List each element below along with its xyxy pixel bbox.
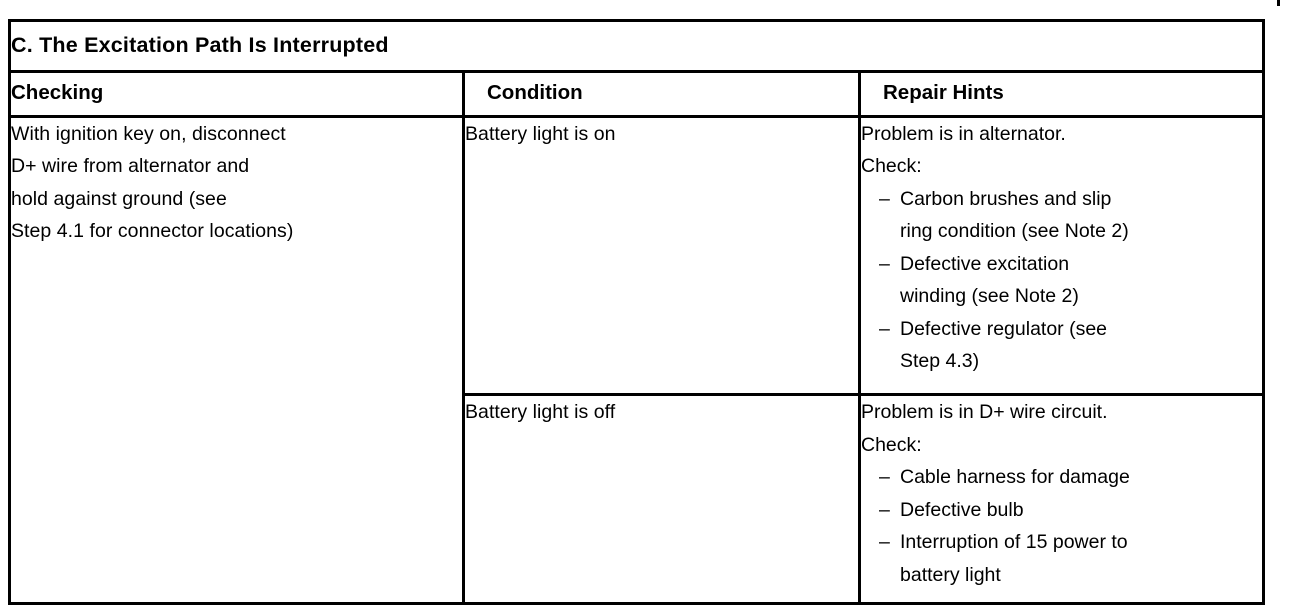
condition-cell: Battery light is off bbox=[462, 393, 861, 605]
column-header-checking: Checking bbox=[8, 70, 465, 118]
list-item-continuation: winding (see Note 2) bbox=[900, 285, 1079, 308]
column-header-repair-hints: Repair Hints bbox=[857, 70, 1266, 118]
list-item-text: Cable harness for damage bbox=[900, 466, 1130, 489]
column-header-condition-label: Condition bbox=[487, 81, 583, 105]
scan-artifact-mark bbox=[1277, 0, 1280, 6]
list-dash: – bbox=[879, 531, 890, 554]
table-title-row: C. The Excitation Path Is Interrupted bbox=[7, 18, 1266, 74]
list-item-continuation: ring condition (see Note 2) bbox=[900, 220, 1129, 243]
list-item: –Defective regulator (see Step 4.3) bbox=[879, 313, 1262, 378]
repair-intro-line: Check: bbox=[861, 155, 922, 178]
checking-line: Step 4.1 for connector locations) bbox=[11, 220, 294, 243]
list-item-text: Defective excitation bbox=[900, 252, 1070, 275]
column-header-repair-hints-label: Repair Hints bbox=[883, 81, 1004, 105]
column-header-checking-label: Checking bbox=[11, 81, 104, 105]
list-item: –Defective excitation winding (see Note … bbox=[879, 248, 1262, 313]
checking-procedure-text: With ignition key on, disconnect D+ wire… bbox=[11, 118, 462, 248]
list-item: –Interruption of 15 power to battery lig… bbox=[879, 526, 1262, 591]
list-item-continuation: battery light bbox=[900, 563, 1001, 586]
repair-hints-cell: Problem is in D+ wire circuit. Check: –C… bbox=[857, 393, 1266, 605]
table-row: Battery light is off Problem is in D+ wi… bbox=[10, 393, 1266, 605]
table-header-row: Checking Condition Repair Hints bbox=[8, 70, 1266, 118]
checking-line: hold against ground (see bbox=[11, 187, 227, 210]
repair-hint-list: –Cable harness for damage –Defective bul… bbox=[861, 461, 1262, 591]
column-header-condition: Condition bbox=[462, 70, 861, 118]
list-item-text: Carbon brushes and slip bbox=[900, 187, 1112, 210]
list-item-text: Defective regulator (see bbox=[900, 317, 1108, 340]
condition-text: Battery light is off bbox=[465, 401, 616, 424]
page-title: C. The Excitation Path Is Interrupted bbox=[11, 33, 389, 57]
list-item-text: Interruption of 15 power to bbox=[900, 531, 1128, 554]
section-title-cell: C. The Excitation Path Is Interrupted bbox=[7, 18, 1266, 74]
repair-intro: Problem is in D+ wire circuit. Check: bbox=[861, 396, 1262, 461]
list-item: –Cable harness for damage bbox=[879, 461, 1262, 494]
checking-line: D+ wire from alternator and bbox=[11, 155, 250, 178]
condition-text: Battery light is on bbox=[465, 122, 616, 145]
repair-intro: Problem is in alternator. Check: bbox=[861, 118, 1262, 183]
list-dash: – bbox=[879, 187, 890, 210]
condition-cell: Battery light is on bbox=[462, 114, 861, 397]
list-dash: – bbox=[879, 317, 890, 340]
checking-procedure-cell: With ignition key on, disconnect D+ wire… bbox=[8, 114, 465, 606]
repair-hints-cell: Problem is in alternator. Check: –Carbon… bbox=[857, 114, 1266, 397]
checking-line: With ignition key on, disconnect bbox=[11, 122, 286, 145]
repair-intro-line: Check: bbox=[861, 433, 922, 456]
repair-intro-line: Problem is in D+ wire circuit. bbox=[861, 401, 1108, 424]
list-item: –Carbon brushes and slip ring condition … bbox=[879, 183, 1262, 248]
repair-intro-line: Problem is in alternator. bbox=[861, 122, 1066, 145]
list-item: –Defective bulb bbox=[879, 494, 1262, 527]
list-dash: – bbox=[879, 498, 890, 521]
list-dash: – bbox=[879, 252, 890, 275]
repair-hint-list: –Carbon brushes and slip ring condition … bbox=[861, 183, 1262, 378]
list-item-continuation: Step 4.3) bbox=[900, 350, 980, 373]
table-row: With ignition key on, disconnect D+ wire… bbox=[8, 114, 1266, 606]
troubleshooting-table: C. The Excitation Path Is Interrupted Ch… bbox=[7, 18, 1266, 606]
list-item-text: Defective bulb bbox=[900, 498, 1024, 521]
list-dash: – bbox=[879, 466, 890, 489]
